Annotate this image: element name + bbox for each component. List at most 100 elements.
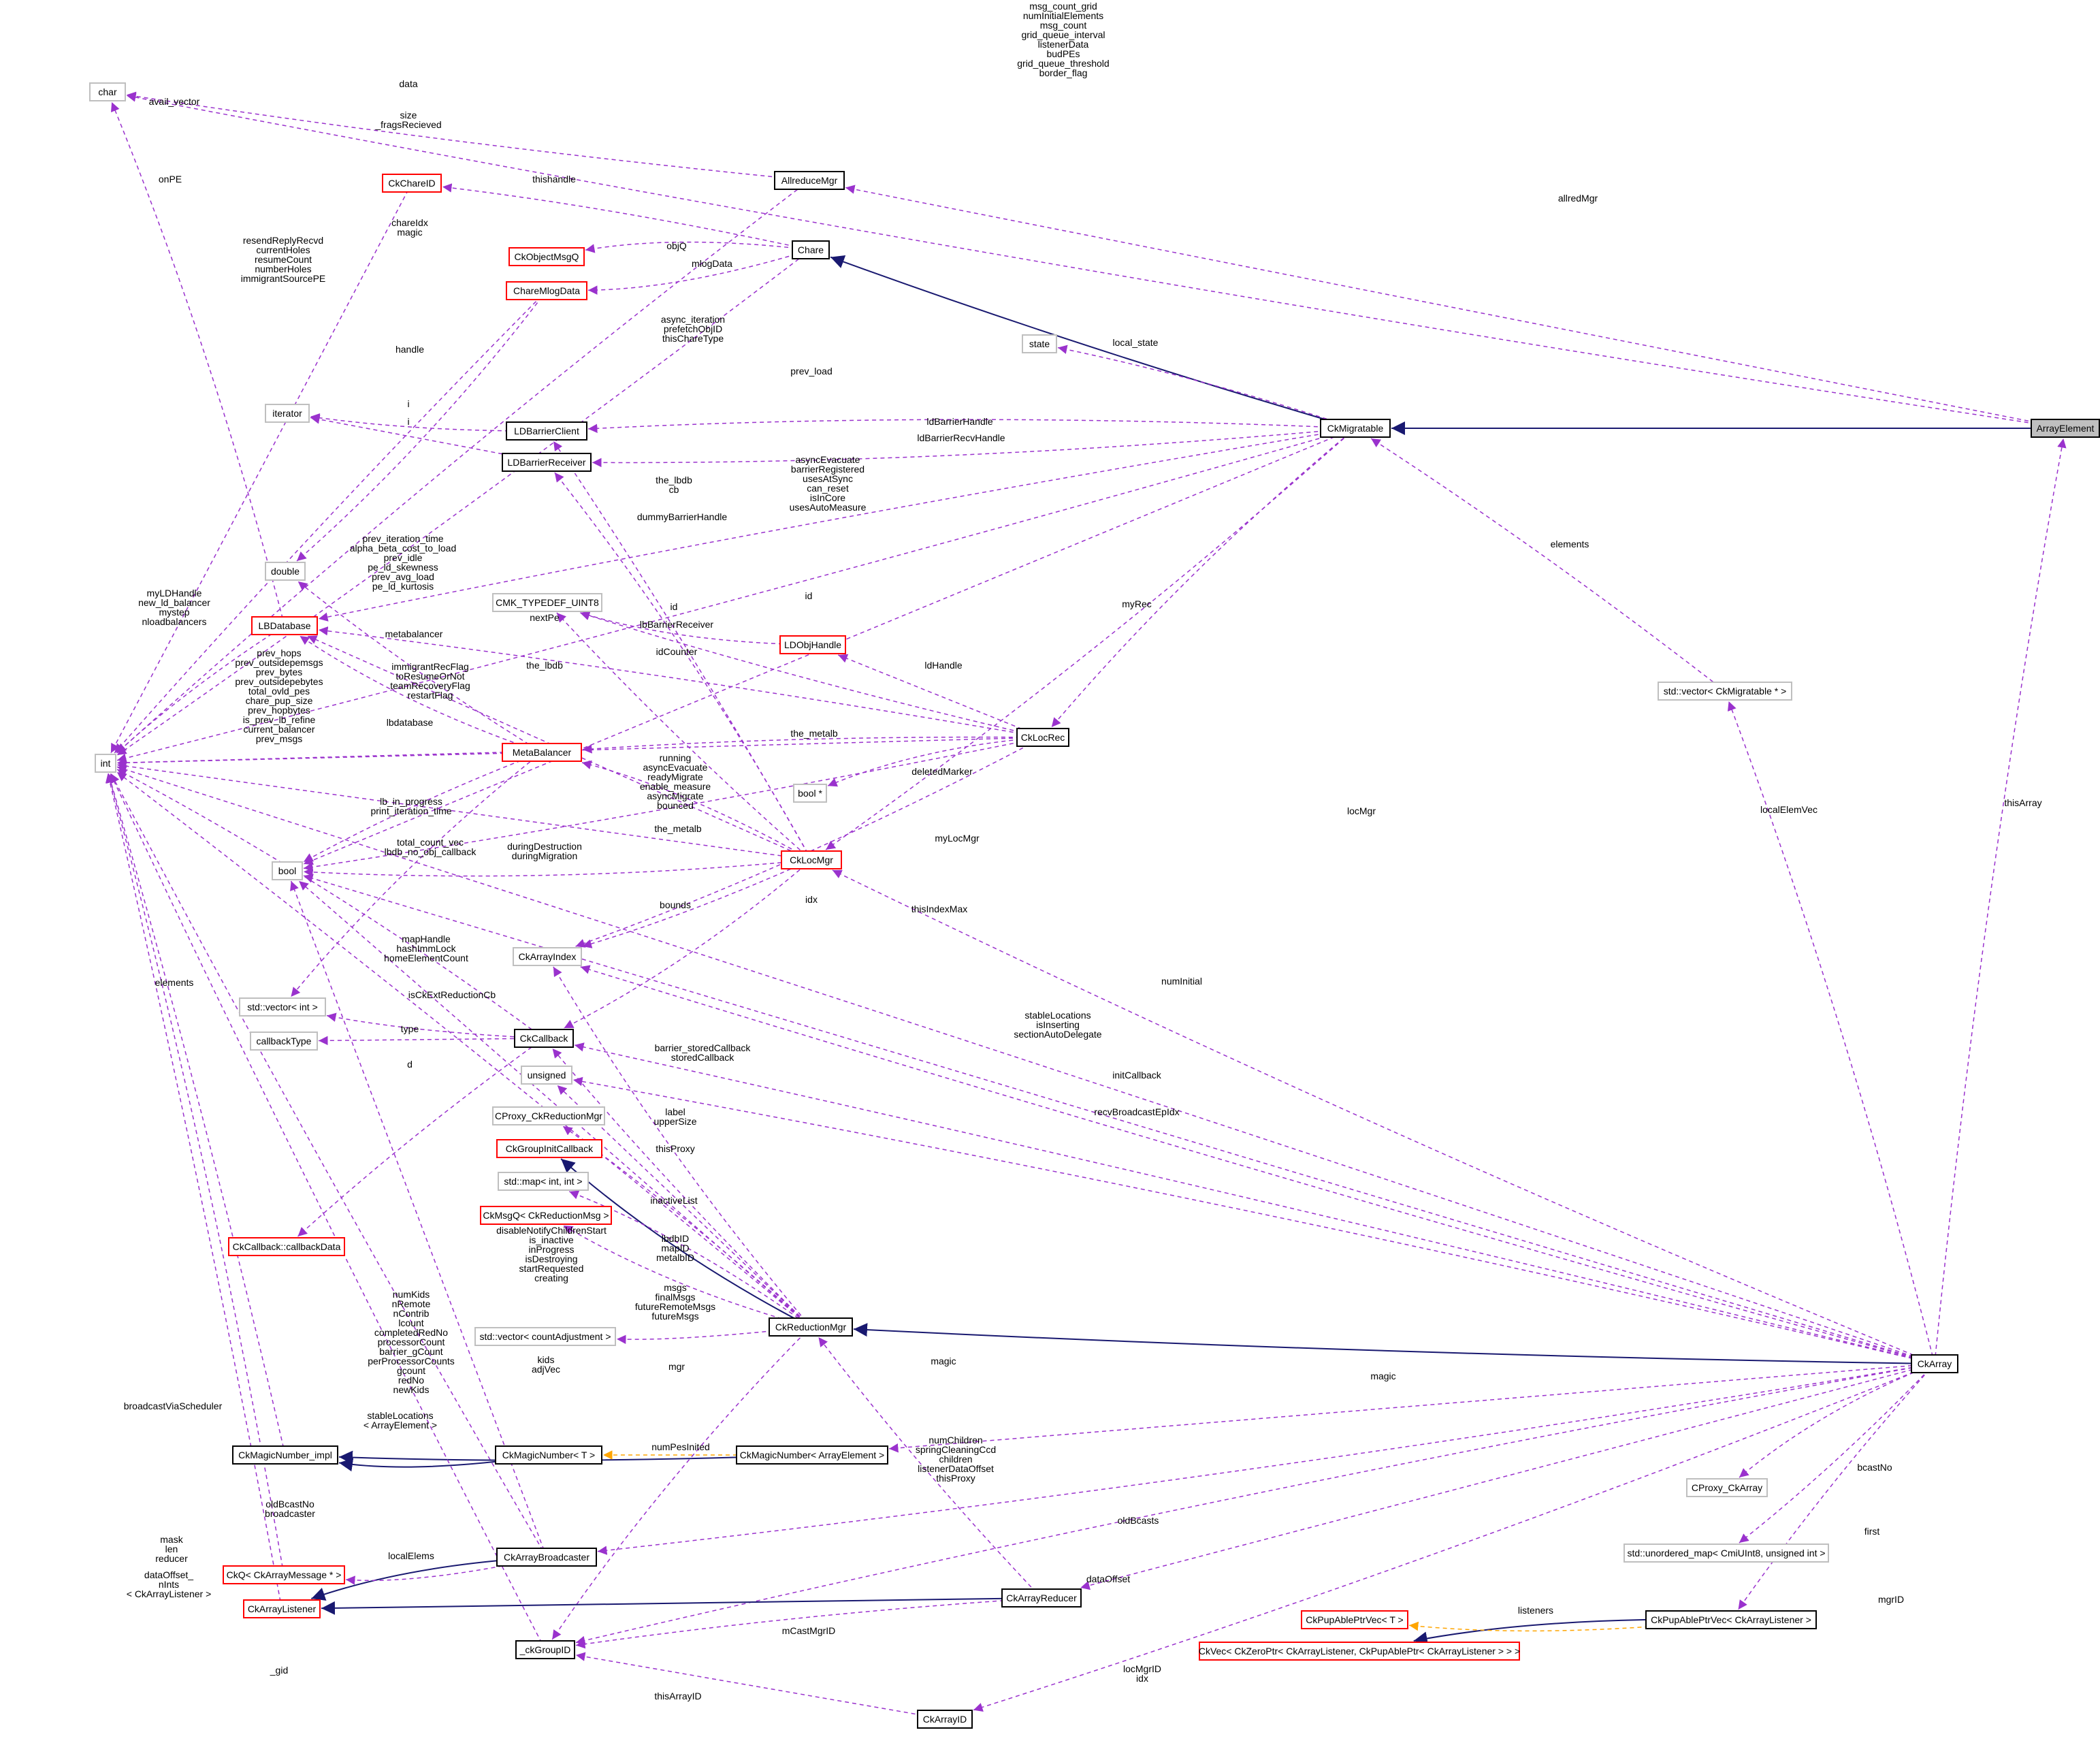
class-node-magict[interactable]: CkMagicNumber< T > bbox=[495, 1445, 602, 1465]
edge-label: currentHoles bbox=[256, 244, 310, 255]
class-node-ldbclient[interactable]: LDBarrierClient bbox=[506, 421, 587, 441]
edge-label: resendReplyRecvd bbox=[243, 235, 323, 246]
edge-label: toResumeOrNot bbox=[395, 671, 464, 682]
class-node-double[interactable]: double bbox=[265, 562, 306, 581]
class-box bbox=[496, 1139, 602, 1158]
class-node-pupvecl[interactable]: CkPupAblePtrVec< CkArrayListener > bbox=[1645, 1610, 1817, 1629]
class-box bbox=[513, 947, 582, 966]
edge-label: thisArrayID bbox=[654, 1691, 701, 1701]
class-node-ckvec[interactable]: CkVec< CkZeroPtr< CkArrayListener, CkPup… bbox=[1199, 1642, 1520, 1661]
edge-label: mgr bbox=[668, 1361, 685, 1372]
class-label: std::vector< countAdjustment > bbox=[480, 1331, 611, 1342]
class-node-chareid[interactable]: CkChareID bbox=[382, 174, 442, 193]
class-node-veccount[interactable]: std::vector< countAdjustment > bbox=[474, 1327, 616, 1346]
class-node-boolptr[interactable]: bool * bbox=[793, 784, 827, 803]
class-node-ckarrayindex[interactable]: CkArrayIndex bbox=[513, 947, 582, 966]
class-node-int[interactable]: int bbox=[95, 754, 116, 773]
edge-label: nloadbalancers bbox=[142, 616, 207, 627]
edge-label: numInitial bbox=[1161, 976, 1202, 987]
class-node-cmk[interactable]: CMK_TYPEDEF_UINT8 bbox=[492, 593, 602, 612]
class-node-mapint[interactable]: std::map< int, int > bbox=[498, 1172, 589, 1191]
usage-edge bbox=[845, 185, 2066, 429]
class-node-locrec[interactable]: CkLocRec bbox=[1016, 728, 1069, 747]
class-label: CkLocMgr bbox=[790, 854, 833, 865]
class-node-allreduce[interactable]: AllreduceMgr bbox=[774, 171, 845, 190]
class-box bbox=[502, 453, 592, 472]
class-node-ldbrecv[interactable]: LDBarrierReceiver bbox=[502, 453, 592, 472]
usage-edge bbox=[838, 654, 1044, 738]
class-node-reducer[interactable]: CkArrayReducer bbox=[1001, 1588, 1082, 1608]
class-node-msgq[interactable]: CkMsgQ< CkReductionMsg > bbox=[480, 1206, 612, 1225]
class-box bbox=[1320, 419, 1391, 438]
edge-label: ldBarrierRecvHandle bbox=[917, 432, 1005, 443]
class-node-objmsgq[interactable]: CkObjectMsgQ bbox=[508, 247, 585, 266]
class-box bbox=[1686, 1478, 1768, 1497]
class-node-metabal[interactable]: MetaBalancer bbox=[502, 743, 582, 762]
class-node-chare[interactable]: Chare bbox=[792, 240, 830, 259]
class-node-umap[interactable]: std::unordered_map< CmiUInt8, unsigned i… bbox=[1624, 1544, 1829, 1563]
class-box bbox=[514, 1029, 574, 1048]
class-node-cbdata[interactable]: CkCallback::callbackData bbox=[228, 1237, 345, 1256]
class-box bbox=[223, 1565, 345, 1584]
edge-label: i bbox=[407, 416, 409, 427]
edge-label: myLocMgr bbox=[935, 833, 980, 844]
class-node-arrayelem[interactable]: ArrayElement bbox=[2031, 419, 2100, 438]
edge-label: label bbox=[665, 1106, 685, 1117]
usage-edge bbox=[106, 773, 286, 1456]
edge-label: redNo bbox=[398, 1375, 424, 1386]
class-node-redmgr[interactable]: CkReductionMgr bbox=[769, 1317, 853, 1337]
class-node-listener[interactable]: CkArrayListener bbox=[243, 1599, 321, 1618]
class-node-vecmig[interactable]: std::vector< CkMigratable * > bbox=[1658, 682, 1792, 701]
class-node-groupid[interactable]: _ckGroupID bbox=[515, 1640, 575, 1659]
edge-label: resumeCount bbox=[255, 254, 312, 265]
usage-edge bbox=[303, 428, 1356, 865]
class-node-state[interactable]: state bbox=[1022, 334, 1057, 353]
class-box bbox=[506, 281, 587, 300]
class-node-cklocmgr[interactable]: CkLocMgr bbox=[781, 850, 842, 869]
class-node-lbdatabase[interactable]: LBDatabase bbox=[251, 616, 318, 635]
edge-label: prev_outsidepemsgs bbox=[235, 657, 323, 668]
class-node-bool[interactable]: bool bbox=[272, 861, 303, 880]
class-node-charemlog[interactable]: ChareMlogData bbox=[506, 281, 587, 300]
class-node-magicimpl[interactable]: CkMagicNumber_impl bbox=[232, 1445, 338, 1465]
edge-label: storedCallback bbox=[671, 1052, 735, 1063]
class-node-broadcaster[interactable]: CkArrayBroadcaster bbox=[496, 1548, 597, 1567]
class-node-cproxyarr[interactable]: CProxy_CkArray bbox=[1686, 1478, 1768, 1497]
class-node-magicae[interactable]: CkMagicNumber< ArrayElement > bbox=[736, 1445, 888, 1465]
edge-label: numInitialElements bbox=[1023, 10, 1103, 21]
edge-label: _fragsRecieved bbox=[374, 119, 441, 130]
class-label: std::unordered_map< CmiUInt8, unsigned i… bbox=[1627, 1548, 1825, 1558]
class-box bbox=[1001, 1588, 1082, 1608]
edge-label: myRec bbox=[1122, 598, 1152, 609]
class-node-unsigned[interactable]: unsigned bbox=[521, 1066, 572, 1085]
usage-edge bbox=[318, 1036, 545, 1046]
class-label: LDObjHandle bbox=[784, 639, 841, 650]
class-node-callback[interactable]: CkCallback bbox=[514, 1029, 574, 1048]
usage-edge bbox=[326, 1012, 545, 1039]
usage-edge bbox=[110, 773, 546, 1650]
class-box bbox=[917, 1710, 973, 1729]
edge-label: numPesInited bbox=[651, 1441, 710, 1452]
edge-label: budPEs bbox=[1046, 48, 1080, 59]
usage-edge bbox=[297, 581, 543, 753]
class-node-pupvect[interactable]: CkPupAblePtrVec< T > bbox=[1301, 1610, 1408, 1629]
class-node-ldobj[interactable]: LDObjHandle bbox=[779, 635, 846, 654]
class-node-ckarray[interactable]: CkArray bbox=[1911, 1354, 1958, 1373]
class-node-char[interactable]: char bbox=[89, 82, 126, 101]
class-label: CkMsgQ< CkReductionMsg > bbox=[483, 1210, 609, 1221]
usage-edge bbox=[832, 869, 1935, 1364]
edge-label: the_lbdb bbox=[526, 660, 563, 671]
class-node-groupinit[interactable]: CkGroupInitCallback bbox=[496, 1139, 602, 1158]
class-label: CMK_TYPEDEF_UINT8 bbox=[496, 597, 599, 608]
edge-label: grid_queue_threshold bbox=[1017, 58, 1109, 69]
class-node-migratable[interactable]: CkMigratable bbox=[1320, 419, 1391, 438]
class-node-cproxyred[interactable]: CProxy_CkReductionMgr bbox=[492, 1106, 605, 1125]
edge-label: springCleaningCcd bbox=[916, 1444, 996, 1455]
class-node-iterator[interactable]: iterator bbox=[265, 404, 310, 423]
edge-label: gcount bbox=[397, 1365, 425, 1376]
class-node-callbacktype[interactable]: callbackType bbox=[250, 1032, 318, 1051]
class-node-ckq[interactable]: CkQ< CkArrayMessage * > bbox=[223, 1565, 345, 1584]
class-node-vecint[interactable]: std::vector< int > bbox=[239, 997, 326, 1017]
class-node-arrayid[interactable]: CkArrayID bbox=[917, 1710, 973, 1729]
usage-edge bbox=[1051, 428, 1356, 728]
